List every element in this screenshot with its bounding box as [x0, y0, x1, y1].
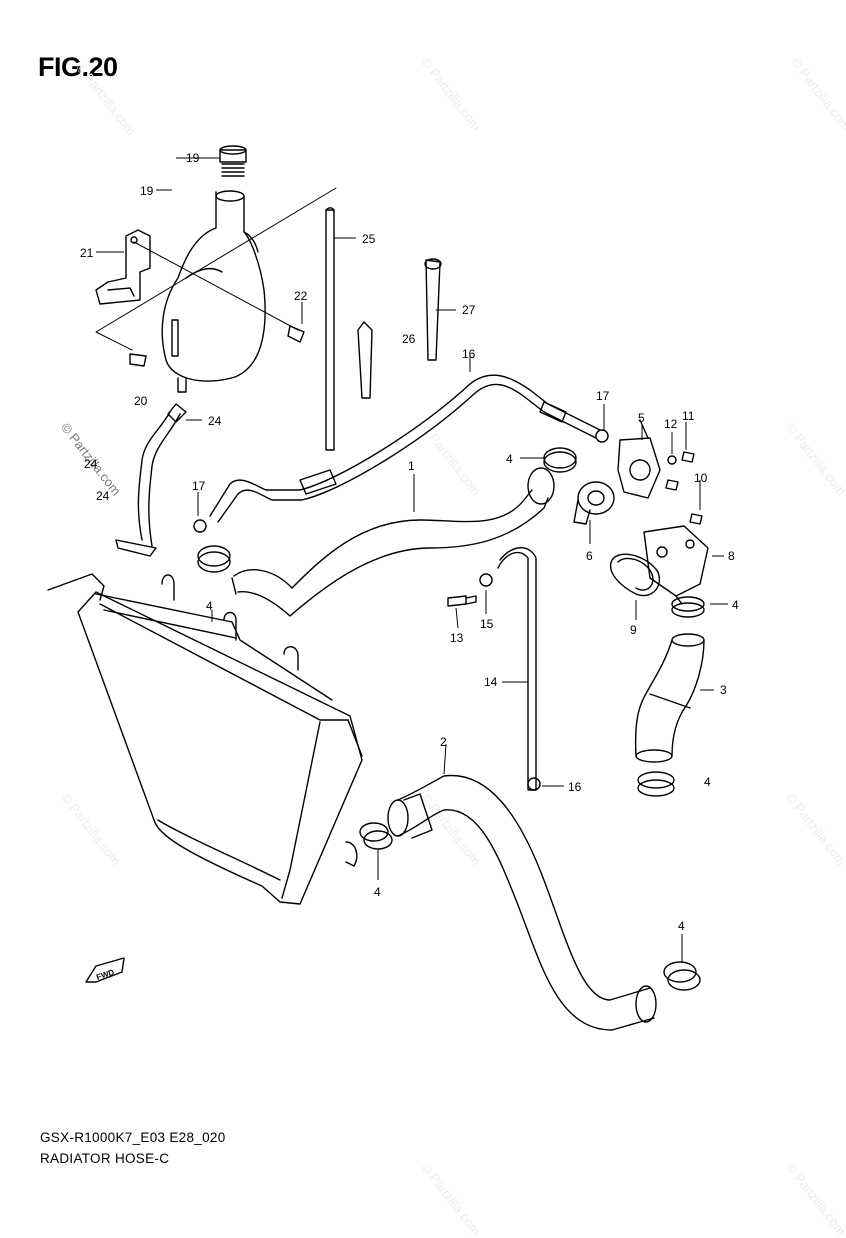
- callout: 25: [362, 232, 376, 246]
- bolt-small[interactable]: [665, 479, 679, 491]
- reservoir-cap[interactable]: [219, 145, 247, 177]
- callout: 4: [374, 885, 381, 899]
- callout: 17: [596, 389, 610, 403]
- reservoir-tank[interactable]: [161, 190, 266, 393]
- clamp-15[interactable]: [479, 573, 493, 587]
- forward-arrow-label: FWD: [95, 968, 115, 982]
- callout: 4: [704, 775, 711, 789]
- hose-clamp-4[interactable]: [671, 596, 705, 618]
- callout: 20: [134, 394, 148, 408]
- strap-27[interactable]: [424, 258, 442, 361]
- hose-16[interactable]: [209, 374, 601, 523]
- callout: 8: [728, 549, 735, 563]
- section-name: RADIATOR HOSE-C: [40, 1151, 170, 1166]
- callout: 2: [440, 735, 447, 749]
- bolt-11[interactable]: [681, 451, 695, 463]
- hose-clamp-4[interactable]: [197, 545, 231, 573]
- callout: 21: [80, 246, 94, 260]
- callout: 24: [96, 489, 110, 503]
- radiator-hose-3[interactable]: [634, 633, 705, 763]
- callout: 10: [694, 471, 708, 485]
- parts-diagram: 19 19 21 22 20 24 24 24 25 26 27 16 17 1…: [47, 145, 739, 1031]
- callout: 6: [586, 549, 593, 563]
- thermostat-cover-5[interactable]: [617, 419, 661, 499]
- hose-14[interactable]: [497, 547, 537, 791]
- bolt-22[interactable]: [287, 325, 305, 343]
- forward-arrow-icon: [85, 957, 125, 983]
- callout: 9: [630, 623, 637, 637]
- nut-small[interactable]: [129, 353, 147, 367]
- callout: 22: [294, 289, 308, 303]
- strap-26[interactable]: [357, 321, 373, 399]
- model-code: GSX-R1000K7_E03 E28_020: [40, 1130, 226, 1145]
- clamp-17[interactable]: [595, 429, 609, 443]
- overflow-hose[interactable]: [115, 403, 187, 557]
- bolt-10[interactable]: [689, 513, 703, 525]
- callout: 4: [678, 919, 685, 933]
- callout: 4: [506, 452, 513, 466]
- callout: 16: [462, 347, 476, 361]
- hose-clamp-4[interactable]: [637, 771, 675, 797]
- radiator-hose-1[interactable]: [231, 467, 555, 617]
- hose-clamp-4[interactable]: [543, 447, 577, 473]
- tank-bracket[interactable]: [95, 229, 151, 305]
- callout: 3: [720, 683, 727, 697]
- callout: 26: [402, 332, 416, 346]
- callout: 24: [84, 457, 98, 471]
- callout: 14: [484, 675, 498, 689]
- callout: 19: [186, 151, 200, 165]
- callout: 13: [450, 631, 464, 645]
- callout: 19: [140, 184, 154, 198]
- radiator[interactable]: [47, 573, 363, 905]
- callout: 5: [638, 411, 645, 425]
- thermostat-6[interactable]: [573, 481, 615, 525]
- hose-clamp-4[interactable]: [359, 822, 393, 850]
- clamp-16[interactable]: [527, 777, 541, 791]
- hose-25[interactable]: [325, 207, 335, 451]
- hose-clamp-4[interactable]: [663, 961, 701, 991]
- callout: 4: [732, 598, 739, 612]
- callout-labels: 19 19 21 22 20 24 24 24 25 26 27 16 17 1…: [80, 151, 739, 933]
- callout: 16: [568, 780, 582, 794]
- callout: 4: [206, 599, 213, 613]
- figure-title: FIG.20: [38, 52, 118, 82]
- callout: 12: [664, 417, 678, 431]
- callout: 27: [462, 303, 476, 317]
- callout: 24: [208, 414, 222, 428]
- callout: 17: [192, 479, 206, 493]
- callout: 15: [480, 617, 494, 631]
- clamp-17[interactable]: [193, 519, 207, 533]
- washer-12[interactable]: [667, 455, 677, 465]
- radiator-hose-2[interactable]: [387, 774, 657, 1031]
- o-ring-9[interactable]: [609, 553, 661, 597]
- water-outlet-8[interactable]: [643, 525, 709, 605]
- callout: 1: [408, 459, 415, 473]
- callout: 11: [682, 409, 695, 423]
- bolt-13[interactable]: [447, 595, 477, 607]
